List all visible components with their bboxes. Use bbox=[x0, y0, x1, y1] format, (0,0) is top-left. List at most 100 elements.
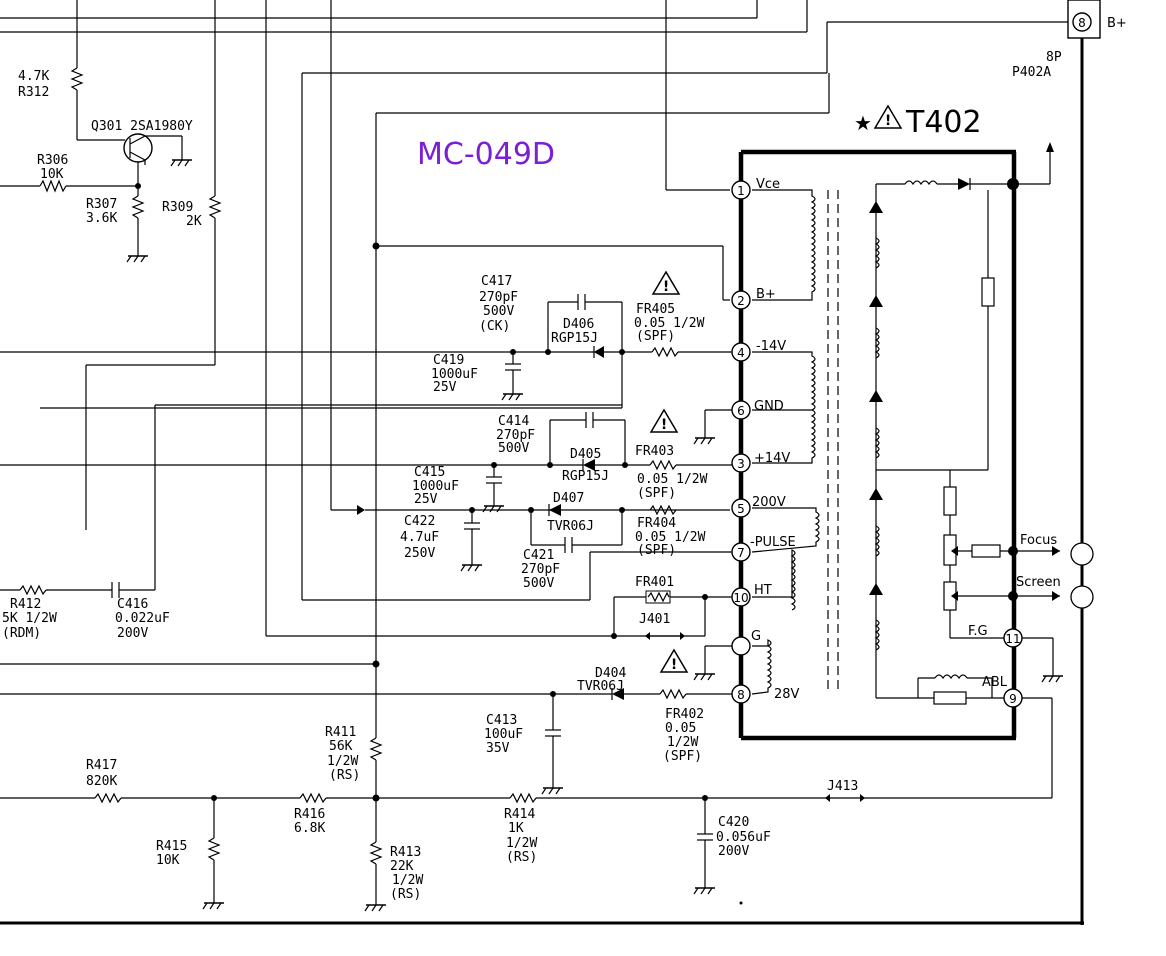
pin-7-label: -PULSE bbox=[750, 535, 796, 550]
r416-ref: R416 bbox=[294, 807, 325, 822]
r312-value: 4.7K bbox=[18, 69, 49, 84]
v200-section: D407 TVR06J FR404 0.05 1/2W (SPF) C422 4… bbox=[400, 491, 706, 591]
d404-type: TVR06J bbox=[577, 679, 624, 694]
c421-cap: 270pF bbox=[521, 562, 560, 577]
c415-cap: 1000uF bbox=[412, 479, 459, 494]
r309-value: 2K bbox=[186, 214, 202, 229]
pin-7-number: 7 bbox=[737, 546, 745, 560]
c416-ref: C416 bbox=[117, 597, 148, 612]
connector-name: P402A bbox=[1012, 65, 1051, 80]
pin-5-label: 200V bbox=[752, 495, 786, 510]
transformer-pins: 1 Vce 2 B+ 4 -14V 6 GND 3 +14V 5 200V 7 … bbox=[731, 177, 1023, 708]
c414-volt: 500V bbox=[498, 441, 529, 456]
c419-ref: C419 bbox=[433, 353, 464, 368]
minus14v-section: C417 270pF 500V (CK) D406 RGP15J FR405 0… bbox=[0, 271, 732, 409]
r307-value: 3.6K bbox=[86, 211, 117, 226]
d405-ref: D405 bbox=[570, 447, 601, 462]
c422-volt: 250V bbox=[404, 546, 435, 561]
r412-type: (RDM) bbox=[2, 626, 41, 641]
c415-volt: 25V bbox=[414, 492, 438, 507]
q301-label: Q301 2SA1980Y bbox=[91, 119, 193, 134]
fr402-rating: 1/2W bbox=[667, 735, 698, 750]
q301-section: 4.7K R312 Q301 2SA1980Y R306 10K R307 3.… bbox=[0, 0, 222, 530]
c413-cap: 100uF bbox=[484, 727, 523, 742]
d407-ref: D407 bbox=[553, 491, 584, 506]
d405-type: RGP15J bbox=[562, 469, 609, 484]
r413-value: 22K bbox=[390, 859, 414, 874]
c420-volt: 200V bbox=[718, 844, 749, 859]
pulse-ht-section: R412 5K 1/2W (RDM) C416 0.022uF 200V FR4… bbox=[0, 404, 732, 641]
c421-ref: C421 bbox=[523, 548, 554, 563]
c422-ref: C422 bbox=[404, 514, 435, 529]
pin-6-label: GND bbox=[754, 399, 784, 414]
fr402-value: 0.05 bbox=[665, 721, 696, 736]
c414-cap: 270pF bbox=[496, 428, 535, 443]
c413-ref: C413 bbox=[486, 713, 517, 728]
pin-10-number: 10 bbox=[733, 591, 748, 605]
r312-ref: R312 bbox=[18, 85, 49, 100]
c420-ref: C420 bbox=[718, 815, 749, 830]
pin-1-label: Vce bbox=[756, 177, 780, 192]
pin-9-label: ABL bbox=[982, 675, 1008, 690]
c413-volt: 35V bbox=[486, 741, 510, 756]
c420-cap: 0.056uF bbox=[716, 830, 771, 845]
r413-power: 1/2W bbox=[392, 873, 423, 888]
r412-value: 5K 1/2W bbox=[2, 611, 57, 626]
t402-ref: T402 bbox=[905, 105, 982, 140]
v28-section: D404 TVR06J FR402 0.05 1/2W (SPF) C413 1… bbox=[0, 649, 732, 795]
pin-5-number: 5 bbox=[737, 502, 745, 516]
d406-type: RGP15J bbox=[551, 331, 598, 346]
r307-ref: R307 bbox=[86, 197, 117, 212]
pin-6-number: 6 bbox=[737, 404, 745, 418]
svg-text:★: ★ bbox=[854, 111, 872, 135]
r414-power: 1/2W bbox=[506, 836, 537, 851]
r306-ref: R306 bbox=[37, 153, 68, 168]
board-id-label: MC-049D bbox=[417, 137, 555, 172]
r414-ref: R414 bbox=[504, 807, 535, 822]
fr404-ref: FR404 bbox=[637, 516, 676, 531]
c419-volt: 25V bbox=[433, 380, 457, 395]
pin-2-number: 2 bbox=[737, 294, 745, 308]
pin-2-label: B+ bbox=[756, 287, 776, 302]
r411-type: (RS) bbox=[329, 768, 360, 783]
pin-11-label: F.G bbox=[968, 624, 988, 639]
c419-cap: 1000uF bbox=[431, 367, 478, 382]
c416-volt: 200V bbox=[117, 626, 148, 641]
fr403-value: 0.05 1/2W bbox=[637, 472, 708, 487]
r309-ref: R309 bbox=[162, 200, 193, 215]
c417-volt: 500V bbox=[483, 304, 514, 319]
pin6-ground-icon bbox=[693, 437, 716, 445]
r415-value: 10K bbox=[156, 853, 180, 868]
c422-cap: 4.7uF bbox=[400, 530, 439, 545]
fr404-type: (SPF) bbox=[637, 543, 676, 558]
r412-ref: R412 bbox=[10, 597, 41, 612]
g-pin-ground-icon bbox=[693, 673, 716, 681]
connector-pin-label: B+ bbox=[1107, 16, 1127, 31]
fr403-ref: FR403 bbox=[635, 444, 674, 459]
fr403-type: (SPF) bbox=[637, 486, 676, 501]
r417-ref: R417 bbox=[86, 758, 117, 773]
pin-8-label: 28V bbox=[774, 687, 800, 702]
fr405-type: (SPF) bbox=[636, 329, 675, 344]
pin-10-label: HT bbox=[754, 583, 772, 598]
j413-ref: J413 bbox=[827, 779, 858, 794]
fr401-ref: FR401 bbox=[635, 575, 674, 590]
connector-p402a: 8 B+ 8P P402A bbox=[1012, 0, 1127, 80]
r413-type: (RS) bbox=[390, 887, 421, 902]
pin-4-label: -14V bbox=[756, 339, 786, 354]
r414-value: 1K bbox=[508, 821, 524, 836]
d406-ref: D406 bbox=[563, 317, 594, 332]
r416-value: 6.8K bbox=[294, 821, 325, 836]
d407-type: TVR06J bbox=[547, 519, 594, 534]
r417-value: 820K bbox=[86, 774, 117, 789]
c417-cap: 270pF bbox=[479, 290, 518, 305]
d404-ref: D404 bbox=[595, 666, 626, 681]
pin-11-number: 11 bbox=[1005, 632, 1020, 646]
fr402-ref: FR402 bbox=[665, 707, 704, 722]
pin-9-number: 9 bbox=[1009, 692, 1017, 706]
fr404-value: 0.05 1/2W bbox=[635, 530, 706, 545]
c416-cap: 0.022uF bbox=[115, 611, 170, 626]
connector-ref: 8P bbox=[1046, 50, 1062, 65]
c421-volt: 500V bbox=[523, 576, 554, 591]
r411-ref: R411 bbox=[325, 725, 356, 740]
